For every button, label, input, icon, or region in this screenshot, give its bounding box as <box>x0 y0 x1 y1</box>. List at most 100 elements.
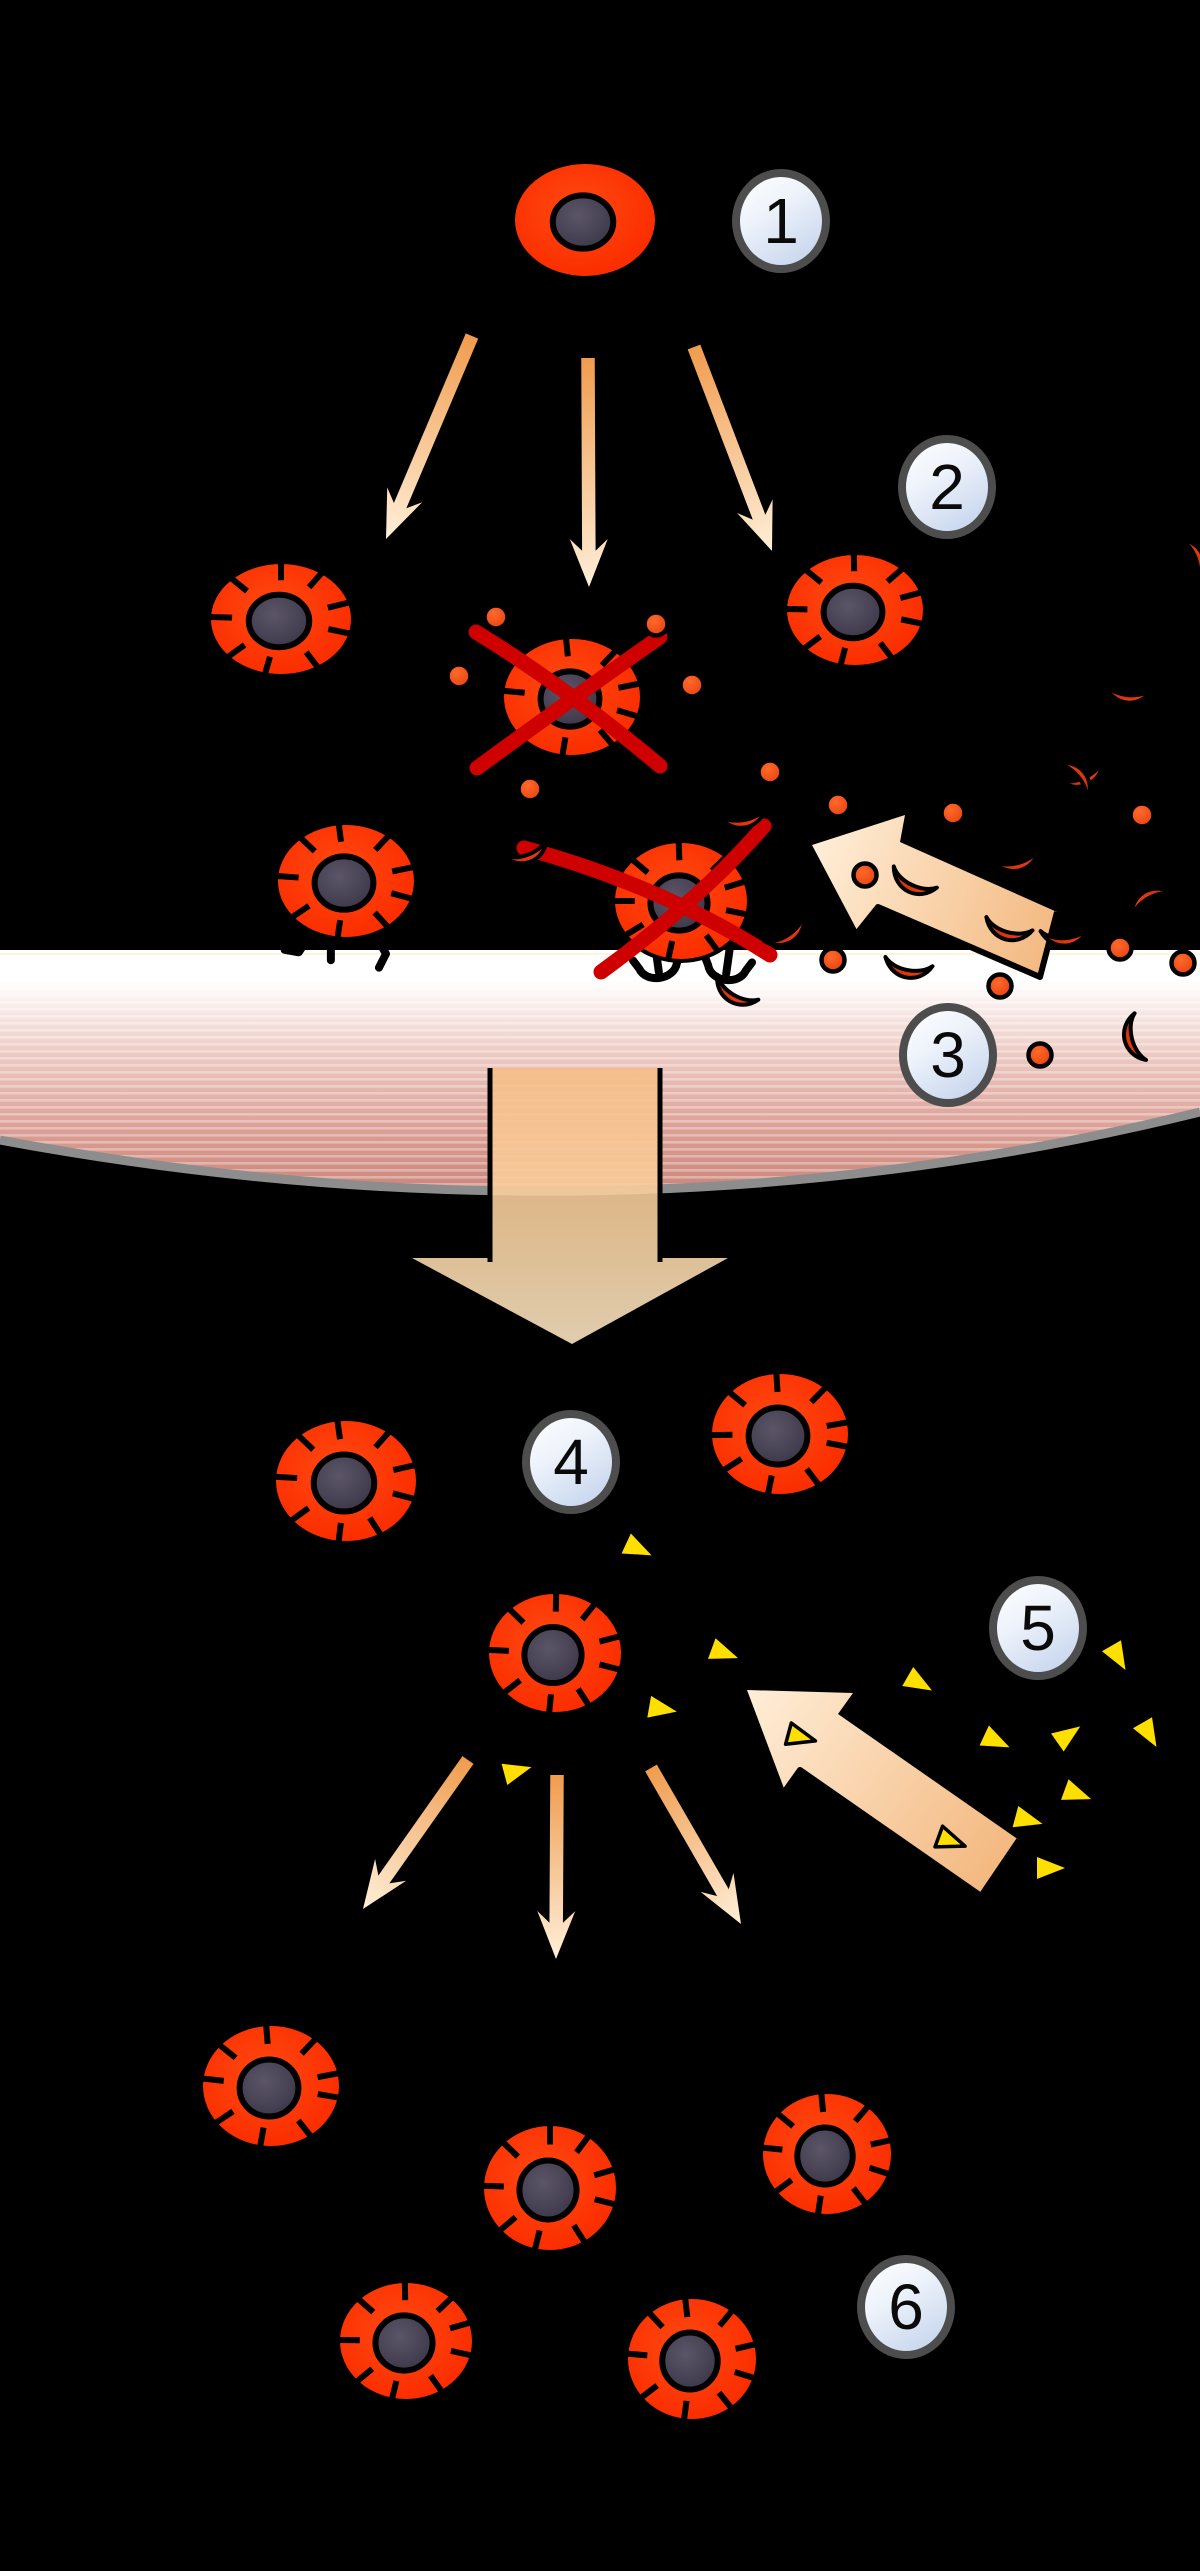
lymphocyte-cell <box>485 1590 625 1716</box>
cell-membrane-tick <box>716 2390 734 2410</box>
step-number: 1 <box>763 185 799 257</box>
cell-membrane-tick <box>213 2108 235 2126</box>
antigen-crescent <box>761 912 807 948</box>
lymphocyte-cell <box>708 1370 852 1498</box>
cell-membrane-tick <box>851 2186 868 2206</box>
lymphocyte-cell <box>759 2090 895 2218</box>
lymphocyte-cell <box>480 2122 620 2254</box>
lymphocyte-cell <box>783 551 927 669</box>
cell-membrane-tick <box>624 921 645 938</box>
cell-membrane-tick <box>299 2036 318 2056</box>
antigen-dot <box>1026 1041 1054 1069</box>
antigen-dot <box>678 671 706 699</box>
cell-membrane-tick <box>391 864 414 875</box>
cell-membrane-tick <box>773 1372 781 1393</box>
cell-membrane-tick <box>703 933 721 953</box>
cell-membrane-tick <box>665 940 676 960</box>
cell-membrane-tick <box>681 2400 690 2421</box>
cell-membrane-tick <box>263 2024 271 2045</box>
cell-membrane-tick <box>257 2127 267 2148</box>
cell-membrane-tick <box>682 2297 691 2318</box>
cell-membrane-tick <box>734 2341 757 2352</box>
cell-membrane-tick <box>617 680 641 691</box>
cell-membrane-tick <box>877 641 895 660</box>
cell-nucleus <box>549 192 617 252</box>
cell-nucleus <box>521 1623 585 1687</box>
lymphocyte-cell <box>511 160 659 280</box>
proliferation-arrow <box>645 1764 741 1924</box>
cell-membrane-tick <box>367 1516 384 1537</box>
cell-membrane-tick <box>392 1490 415 1502</box>
cell-membrane-tick <box>579 1602 597 1622</box>
cell-nucleus <box>236 2056 302 2120</box>
proliferation-arrow <box>687 344 773 551</box>
cell-membrane-tick <box>598 1661 621 1673</box>
cell-membrane-tick <box>435 2295 454 2314</box>
cell-membrane-tick <box>317 2091 340 2101</box>
step-number: 5 <box>1020 1592 1056 1664</box>
cell-membrane-tick <box>531 2229 543 2251</box>
cell-membrane-tick <box>201 2075 225 2084</box>
proliferation-arrow <box>569 357 608 587</box>
cell-membrane-tick <box>804 1467 822 1487</box>
cell-membrane-tick <box>826 1419 849 1429</box>
cell-membrane-tick <box>870 2137 892 2148</box>
lymphocyte-cell <box>624 2295 760 2423</box>
cell-membrane-tick <box>502 687 525 696</box>
cell-membrane-tick <box>276 873 299 881</box>
cell-membrane-tick <box>593 2196 616 2208</box>
step-number: 6 <box>888 2271 924 2343</box>
cell-membrane-tick <box>217 2042 238 2061</box>
cell-membrane-tick <box>868 2164 890 2177</box>
cell-membrane-tick <box>802 634 823 651</box>
cytokine-triangle <box>1061 1779 1092 1800</box>
cell-membrane-tick <box>450 2347 472 2359</box>
cytokine-triangle <box>1051 1726 1081 1752</box>
step-badge-6: 6 <box>857 2255 955 2359</box>
cell-nucleus <box>745 1404 811 1468</box>
antigen-crescent <box>1178 537 1200 587</box>
step-badge-2: 2 <box>898 435 996 539</box>
cytokine-triangle <box>1101 1640 1126 1670</box>
cell-membrane-tick <box>814 2195 824 2216</box>
antigen-crescent <box>891 864 939 897</box>
cell-nucleus <box>820 582 886 642</box>
cytokine-triangle <box>647 1695 677 1718</box>
cytokine-triangle <box>1132 1717 1157 1747</box>
antigen-crescent <box>1038 925 1091 948</box>
cell-membrane-tick <box>597 728 616 747</box>
cell-membrane-tick <box>630 857 650 875</box>
cell-membrane-tick <box>335 1522 344 1543</box>
antigen-crescent <box>1102 681 1155 705</box>
antigen-crescent <box>1122 1011 1149 1062</box>
cell-membrane-tick <box>773 2177 794 2195</box>
antigen-dot <box>851 861 879 889</box>
cell-membrane-tick <box>290 903 311 920</box>
cell-membrane-tick <box>449 2319 471 2332</box>
cell-membrane-tick <box>818 2092 827 2113</box>
cytokine-triangle <box>708 1638 739 1659</box>
cell-membrane-tick <box>837 647 849 666</box>
cell-membrane-tick <box>209 614 233 621</box>
step-number: 2 <box>929 451 965 523</box>
cytokine-triangle <box>979 1725 1010 1748</box>
cell-membrane-tick <box>809 1385 828 1405</box>
cell-membrane-tick <box>761 2144 783 2153</box>
cytokine-triangle <box>902 1666 932 1691</box>
lymphocyte-cell <box>199 2022 343 2150</box>
cell-membrane-tick <box>373 1430 392 1450</box>
cell-membrane-tick <box>574 2134 592 2155</box>
cell-membrane-tick <box>373 833 391 852</box>
cell-membrane-tick <box>626 2350 648 2359</box>
antigen-dot <box>1169 949 1197 977</box>
cell-membrane-tick <box>334 919 344 939</box>
cell-membrane-tick <box>428 2373 445 2394</box>
antigen-crescent <box>715 972 761 1007</box>
cell-membrane-tick <box>295 2118 314 2139</box>
cell-membrane-tick <box>390 890 413 902</box>
cell-membrane-tick <box>392 1462 416 1474</box>
proliferation-arrow <box>363 1756 474 1909</box>
antibody-receptor <box>700 934 757 984</box>
